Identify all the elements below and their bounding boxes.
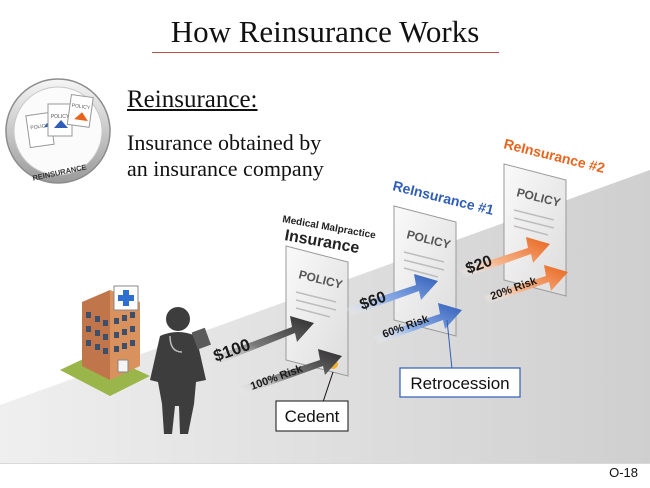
step-insurance: Medical Malpractice Insurance POLICY $10… — [204, 214, 377, 396]
reinsurance-badge-icon: POLICY POLICY POLICY REINSURANCE — [5, 78, 111, 184]
cedent-label: Cedent — [285, 407, 340, 426]
hospital-icon — [60, 285, 150, 396]
badge-policy-label-1: POLICY — [30, 123, 50, 132]
reinsurance-1-blue-arrow-top — [346, 274, 438, 316]
step-reinsurance-2: ReInsurance #2 POLICY $20 20% Risk — [460, 135, 607, 304]
insurance-policy-doc: POLICY — [285, 245, 349, 377]
reinsurance-2-orange-arrow-bottom — [484, 265, 568, 304]
cedent-callout: Cedent — [275, 371, 349, 432]
insurance-dark-arrow-top — [204, 316, 314, 368]
title-underline — [152, 52, 499, 53]
retrocession-label: Retrocession — [410, 374, 509, 393]
insurance-dark-arrow-bottom — [236, 349, 342, 396]
reinsurance-1-blue-arrow-bottom — [374, 303, 462, 344]
reinsurance-2-orange-arrow-top — [460, 237, 550, 278]
slide-number: O-18 — [609, 465, 638, 480]
page-title: How Reinsurance Works — [170, 14, 480, 49]
badge-policy-label-3: POLICY — [71, 103, 91, 112]
retrocession-callout: Retrocession — [399, 319, 521, 398]
doctor-icon — [150, 307, 211, 434]
footer-divider — [0, 463, 650, 464]
definition-heading: Reinsurance: — [127, 86, 258, 113]
reinsurance-1-policy-doc: POLICY — [393, 205, 457, 337]
definition-body: Insurance obtained by an insurance compa… — [127, 130, 324, 181]
badge-policy-label-2: POLICY — [51, 114, 70, 120]
reinsurance-2-policy-doc: POLICY — [503, 163, 567, 297]
